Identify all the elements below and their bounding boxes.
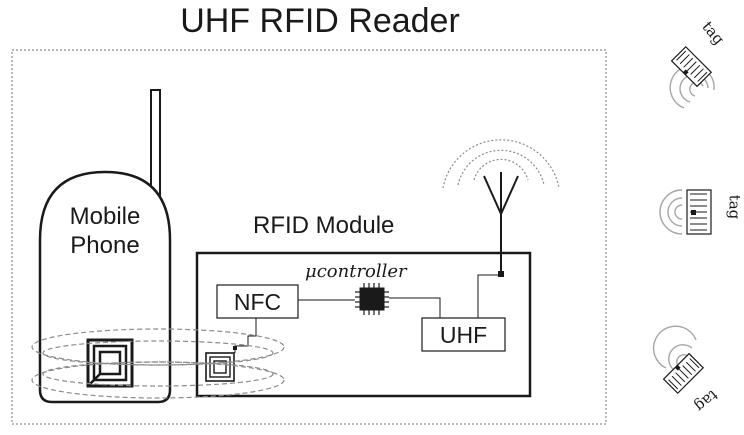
module-wires [234, 214, 502, 353]
uhf-label: UHF [439, 322, 488, 348]
rfid-module-box [195, 251, 532, 398]
antenna-feed-point [498, 271, 504, 277]
tag-2 [659, 189, 712, 235]
reader-boundary [11, 49, 607, 425]
nfc-box [216, 284, 299, 319]
microcontroller-chip [355, 283, 389, 315]
antenna-radiation-arcs [442, 139, 560, 189]
microcontroller-label: μcontroller [305, 261, 407, 282]
tag-2-label: tag [725, 194, 744, 220]
phone-label-line1: Mobile [69, 203, 141, 230]
rfid-module-label: RFID Module [253, 212, 395, 239]
nfc-coupling-field [31, 328, 285, 399]
tag-1 [669, 45, 715, 109]
diagram-title: UHF RFID Reader [180, 2, 460, 40]
nfc-label: NFC [233, 289, 282, 315]
uhf-antenna [483, 172, 519, 215]
uhf-box [421, 317, 506, 352]
tag-3 [652, 325, 705, 395]
phone-label-line2: Phone [70, 232, 140, 259]
